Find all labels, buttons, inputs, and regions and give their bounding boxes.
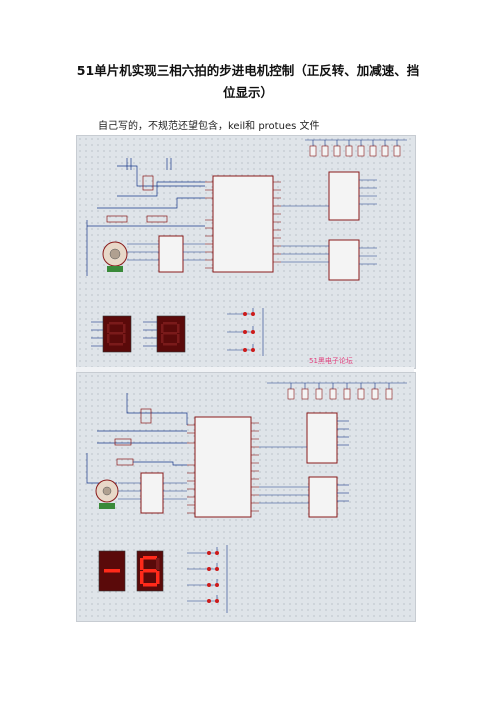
latch-chip-2 bbox=[308, 476, 338, 518]
driver-chip bbox=[158, 235, 184, 273]
seven-segment-display-2 bbox=[136, 550, 164, 592]
schematic-figure-2 bbox=[76, 372, 416, 622]
latch-chip-1 bbox=[306, 412, 338, 464]
latch-chip-1 bbox=[328, 171, 360, 221]
seven-segment-display-1 bbox=[98, 550, 126, 592]
schematic-1-svg bbox=[86, 139, 407, 356]
seven-segment-display-2 bbox=[156, 315, 186, 353]
document-subtitle: 自己写的，不规范还望包含，keil和 protues 文件 bbox=[98, 121, 320, 132]
seven-segment-display-1 bbox=[102, 315, 132, 353]
schematic-2-svg bbox=[86, 382, 407, 613]
schematic-figure-1: 51黑电子论坛 bbox=[76, 135, 416, 369]
mcu-chip bbox=[212, 175, 274, 273]
title-line-1: 51单片机实现三相六拍的步进电机控制（正反转、加减速、挡 bbox=[76, 63, 420, 78]
figure-separator bbox=[76, 367, 414, 372]
title-line-2: 位显示） bbox=[222, 85, 273, 100]
driver-chip bbox=[140, 472, 164, 514]
document-title: 51单片机实现三相六拍的步进电机控制（正反转、加减速、挡 位显示） bbox=[60, 60, 436, 104]
watermark-text: 51黑电子论坛 bbox=[309, 357, 353, 365]
mcu-chip bbox=[194, 416, 252, 518]
latch-chip-2 bbox=[328, 239, 360, 281]
